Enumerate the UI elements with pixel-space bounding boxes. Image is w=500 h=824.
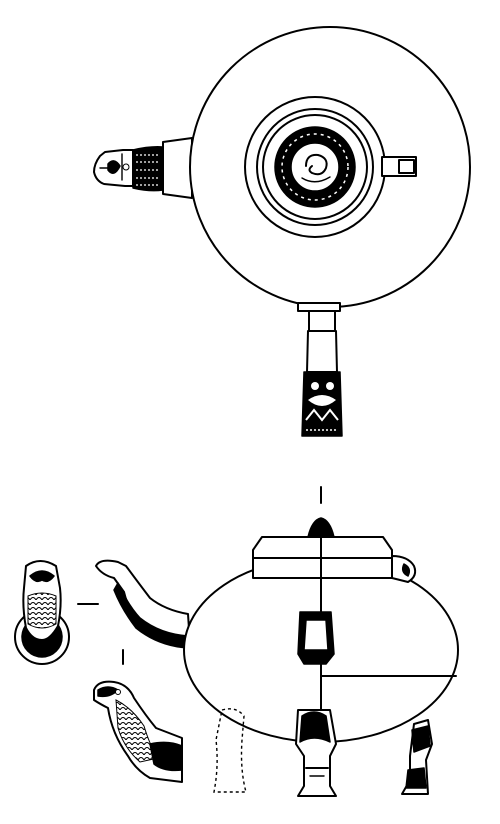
side-view-hidden-leg: [213, 708, 247, 793]
side-view-lid: [252, 517, 417, 583]
top-view-spout: [93, 137, 193, 199]
side-view-right-leg: [401, 719, 433, 795]
side-view: [95, 486, 459, 797]
spout-detail-side: [93, 649, 183, 783]
top-view-lid: [244, 96, 417, 238]
spout-detail-front: [14, 560, 99, 665]
side-view-front-leg: [295, 709, 337, 797]
top-view: [93, 26, 471, 437]
side-view-spout: [95, 559, 191, 649]
side-view-handle: [297, 611, 335, 665]
top-view-handle: [297, 302, 343, 437]
